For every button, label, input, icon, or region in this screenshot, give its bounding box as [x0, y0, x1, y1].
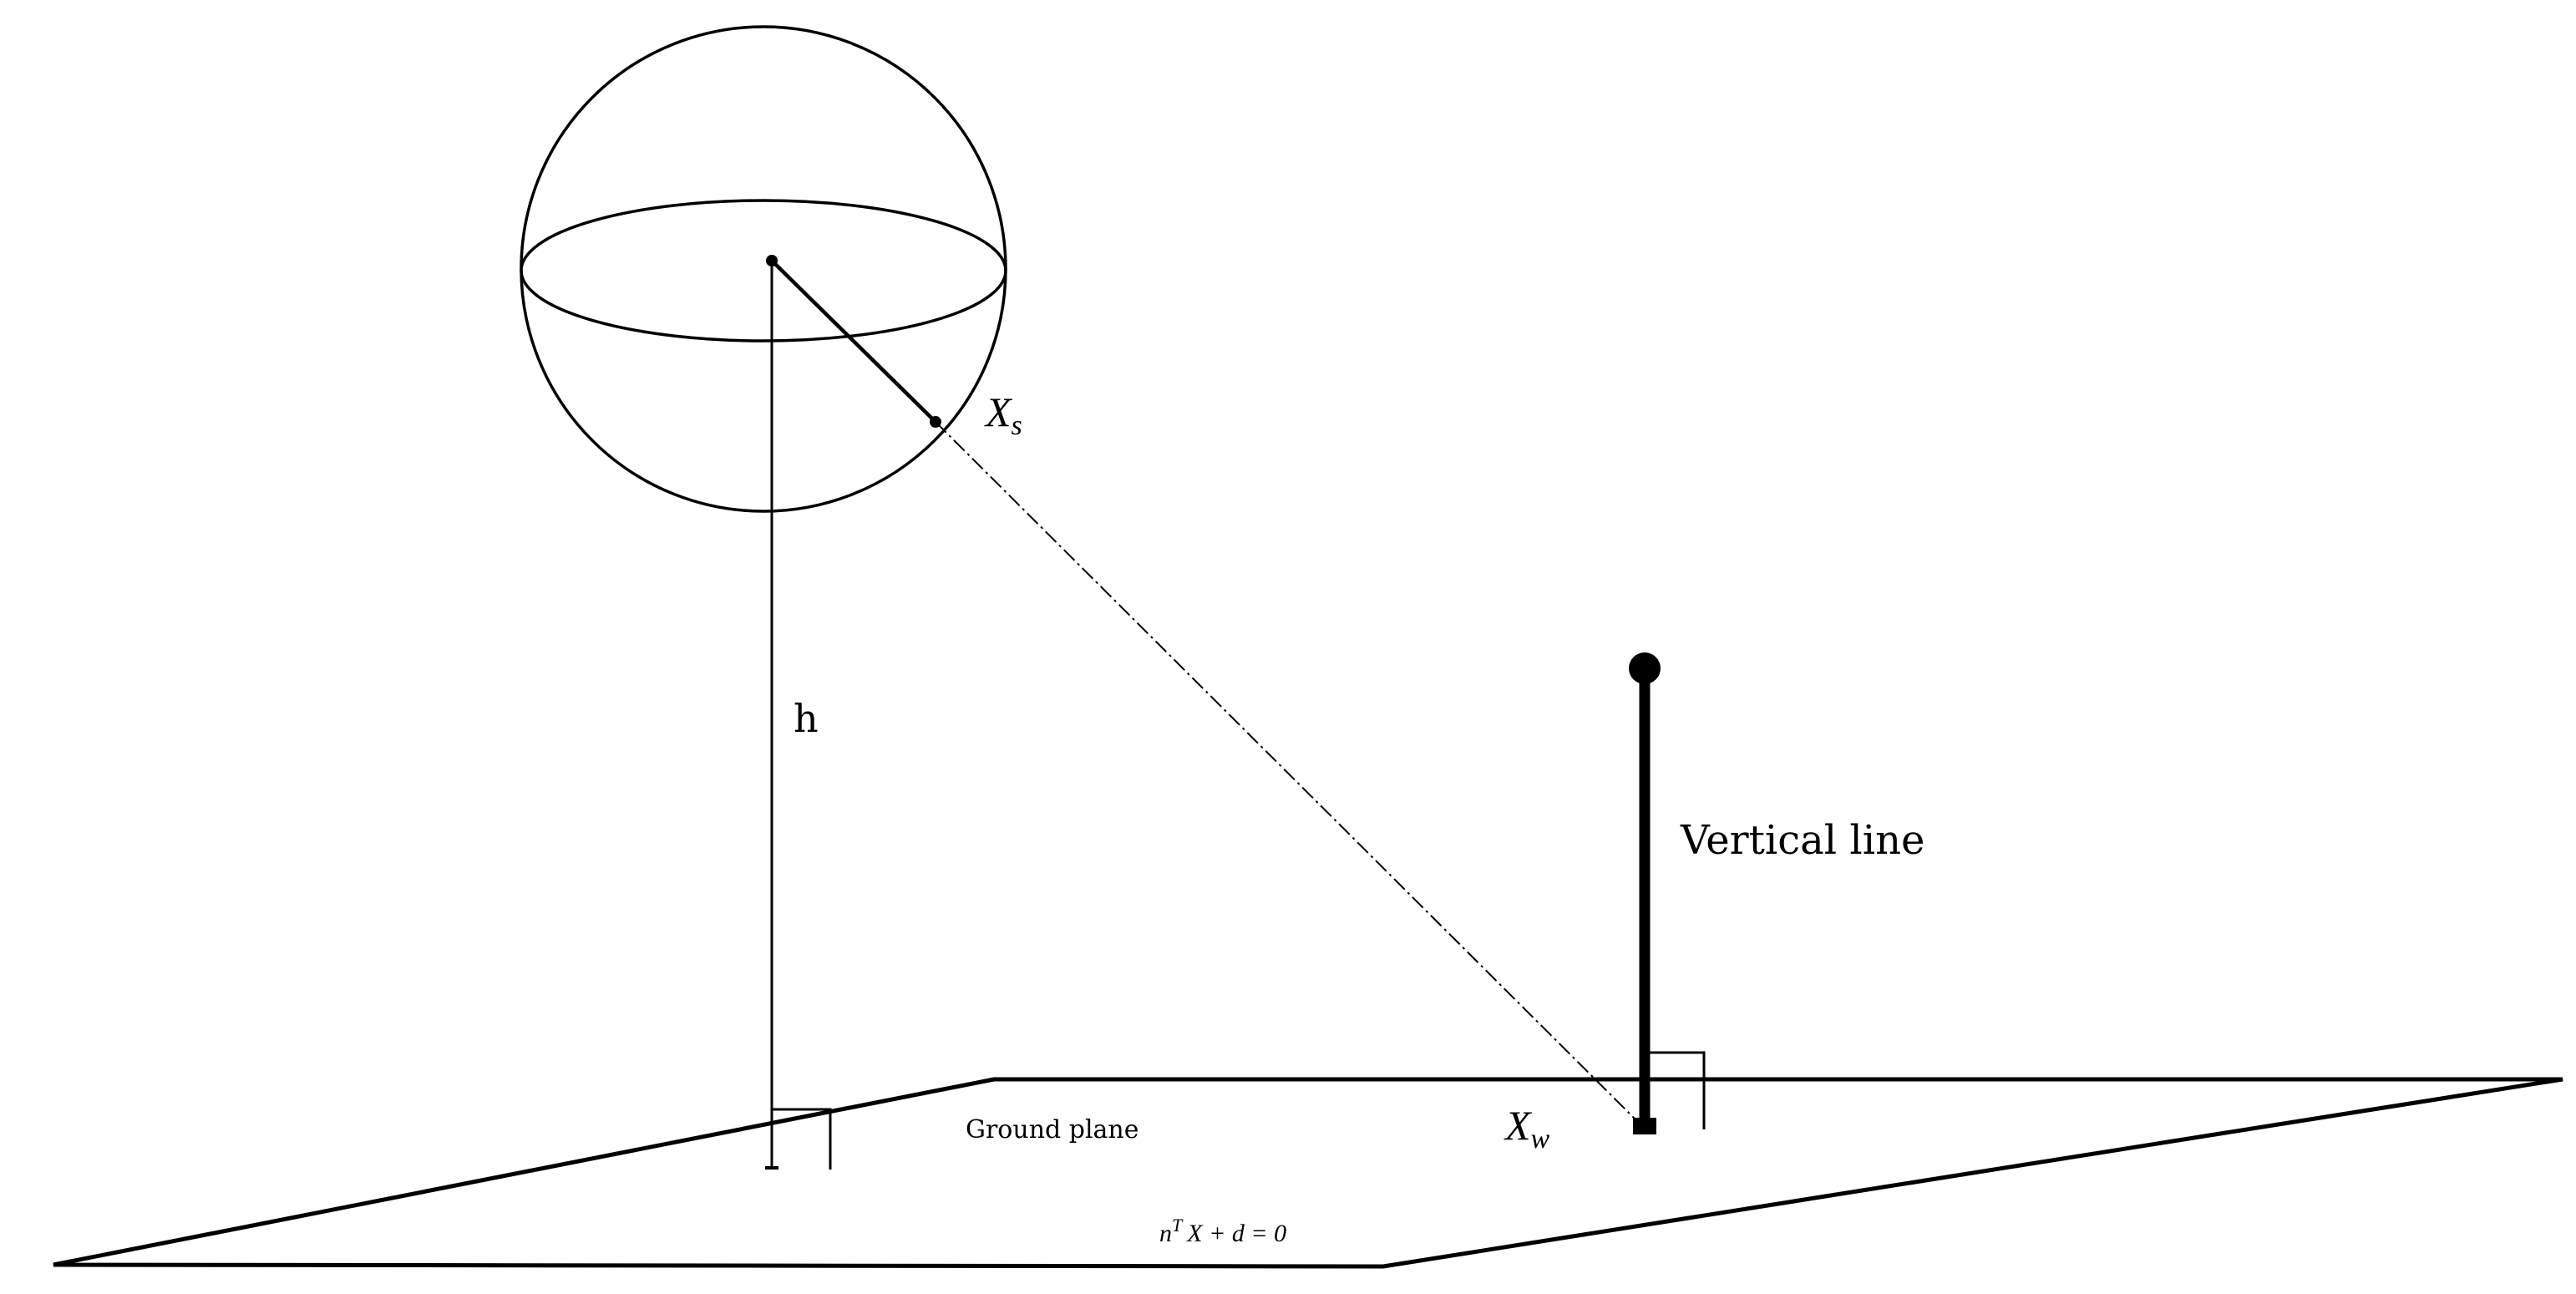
- sphere-outline: [520, 25, 1007, 513]
- vertical-line-top-knob: [1629, 652, 1661, 684]
- height-right-angle-marker: [772, 1108, 832, 1170]
- xs-label: Xs: [984, 388, 1022, 441]
- ground-plane-label: Ground plane: [966, 1115, 1139, 1144]
- sphere-equator: [520, 199, 1007, 343]
- vertical-line-label: Vertical line: [1680, 817, 1924, 864]
- height-label: h: [794, 696, 819, 741]
- ground-plane-shape: [53, 1077, 2563, 1269]
- vertical-right-angle-marker: [1645, 1051, 1706, 1129]
- vertical-line-base-square: [1633, 1118, 1656, 1134]
- xw-label: Xw: [1504, 1102, 1550, 1154]
- ray-center-to-xs: [770, 259, 937, 424]
- projection-line: [935, 421, 1645, 1129]
